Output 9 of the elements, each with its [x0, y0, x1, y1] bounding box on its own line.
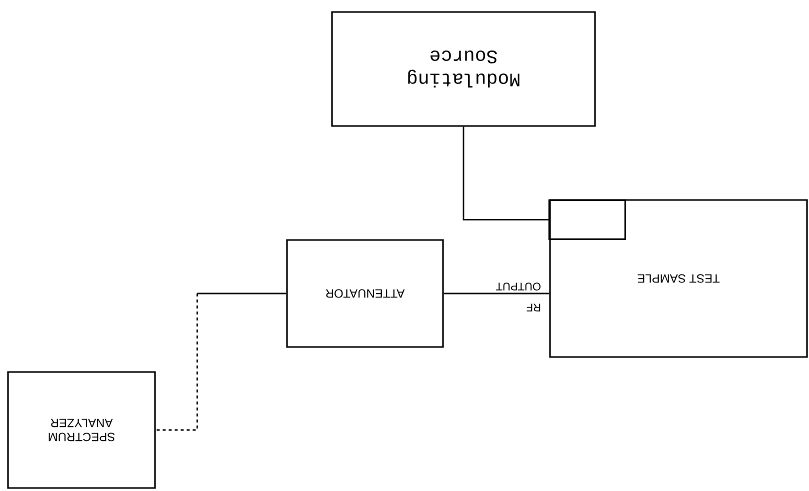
- attenuator-box: ATTENUATOR: [286, 239, 444, 348]
- device-box: TEST SAMPLE: [549, 199, 808, 358]
- connector: [462, 126, 548, 220]
- connector: [156, 292, 286, 431]
- port-box: [548, 199, 626, 240]
- analyzer-box: SPECTRUM ANALYZER: [7, 371, 156, 489]
- port-label: RF OUTPUT: [496, 282, 540, 312]
- source-box: Modulating Source: [331, 11, 596, 127]
- connector: [444, 292, 550, 294]
